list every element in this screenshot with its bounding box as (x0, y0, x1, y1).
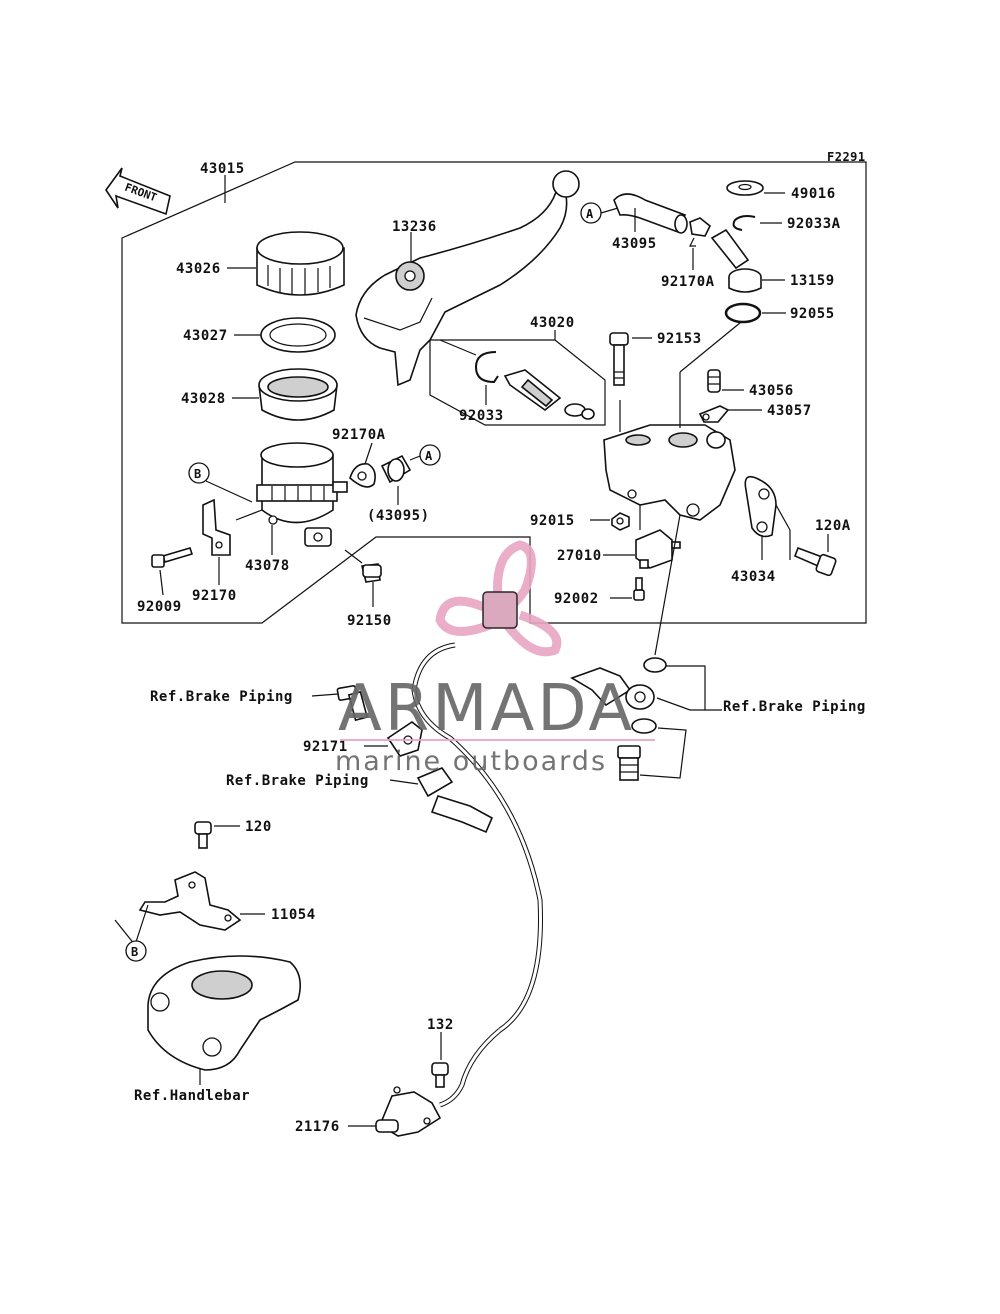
pivot-bolt-icon (609, 332, 629, 386)
label-ref-brake-piping-left-lower: Ref.Brake Piping (226, 773, 369, 789)
hose-segment-icon (380, 454, 412, 484)
watermark-brand: ARMADA (338, 672, 635, 746)
union-bolt-icon (336, 685, 369, 722)
diaphragm-plate-icon (260, 317, 336, 353)
watermark: ARMADA marine outboards (335, 540, 655, 777)
screw-92002-icon (633, 577, 645, 601)
callout-a-lower (419, 444, 441, 466)
label-92033A: 92033A (787, 216, 841, 232)
label-92170A-right: 92170A (661, 274, 715, 290)
label-92015: 92015 (530, 513, 575, 529)
label-92171: 92171 (303, 739, 348, 755)
label-43056: 43056 (749, 383, 794, 399)
mount-bracket-icon (138, 871, 242, 931)
label-43095-paren: (43095) (367, 508, 430, 524)
label-27010: 27010 (557, 548, 602, 564)
watermark-tagline: marine outboards (335, 746, 607, 777)
banjo-fitting-icon (570, 667, 655, 710)
label-43028: 43028 (181, 391, 226, 407)
label-92002: 92002 (554, 591, 599, 607)
brake-lever-icon (355, 170, 580, 387)
hose-end-lower-icon (416, 767, 494, 834)
label-11054: 11054 (271, 907, 316, 923)
callout-a-upper-text: A (586, 207, 594, 221)
label-43057: 43057 (767, 403, 812, 419)
bolt-120-icon (194, 821, 212, 849)
label-92170A-left: 92170A (332, 427, 386, 443)
callout-b-upper-text: B (194, 467, 201, 481)
callout-b-upper (188, 462, 210, 484)
propeller-logo-icon (435, 540, 562, 657)
banjo-washer-lower-icon (631, 718, 657, 734)
reservoir-cap-icon (256, 231, 345, 296)
callout-b-lower (125, 940, 147, 962)
o-ring-92055-icon (724, 302, 762, 324)
callout-b-lower-text: B (131, 945, 138, 959)
label-ref-handlebar: Ref.Handlebar (134, 1088, 250, 1104)
banjo-bolt-icon (617, 745, 641, 781)
hose-fitting-icon (710, 228, 762, 293)
screw-92009-icon (151, 547, 194, 568)
label-92150: 92150 (347, 613, 392, 629)
label-92055: 92055 (790, 306, 835, 322)
piston-icon (503, 369, 595, 420)
bolt-120A-icon (793, 546, 837, 577)
label-92170: 92170 (192, 588, 237, 604)
figure-code: F2291 (827, 150, 866, 164)
diaphragm-icon (258, 368, 338, 421)
callout-a-lower-text: A (425, 449, 433, 463)
label-43095: 43095 (612, 236, 657, 252)
label-132: 132 (427, 1017, 454, 1033)
clip-bracket-icon (202, 498, 231, 556)
hose-clamp-right-icon (689, 217, 712, 247)
circlip-92033-icon (474, 351, 499, 384)
bolt-132-icon (431, 1062, 449, 1088)
screw-92150-icon (361, 563, 382, 583)
bleeder-valve-icon (707, 369, 721, 393)
label-ref-brake-piping-left-upper: Ref.Brake Piping (150, 689, 293, 705)
label-92009: 92009 (137, 599, 182, 615)
reservoir-tank-icon (256, 442, 348, 547)
handlebar-mount-icon (147, 955, 301, 1071)
circlip-92033A-icon (732, 215, 756, 231)
master-cylinder-body-icon (603, 424, 736, 521)
brake-hose-icon (411, 642, 543, 1108)
label-13159: 13159 (790, 273, 835, 289)
label-21176: 21176 (295, 1119, 340, 1135)
label-120: 120 (245, 819, 272, 835)
label-43026: 43026 (176, 261, 221, 277)
reservoir-hose-icon (613, 193, 688, 234)
label-92033: 92033 (459, 408, 504, 424)
washer-49016-icon (726, 180, 764, 196)
label-ref-brake-piping-right: Ref.Brake Piping (723, 699, 866, 715)
hose-clamp-icon (349, 462, 376, 488)
label-43034: 43034 (731, 569, 776, 585)
rear-switch-icon (375, 1086, 442, 1137)
label-49016: 49016 (791, 186, 836, 202)
label-13236: 13236 (392, 219, 437, 235)
front-arrow: FRONT (105, 167, 171, 216)
label-43078: 43078 (245, 558, 290, 574)
label-43020: 43020 (530, 315, 575, 331)
label-120A: 120A (815, 518, 851, 534)
clamp-holder-icon (744, 475, 777, 538)
label-43027: 43027 (183, 328, 228, 344)
label-43015: 43015 (200, 161, 245, 177)
banjo-washer-upper-icon (643, 657, 667, 673)
bleeder-cap-icon (698, 405, 730, 423)
label-92153: 92153 (657, 331, 702, 347)
